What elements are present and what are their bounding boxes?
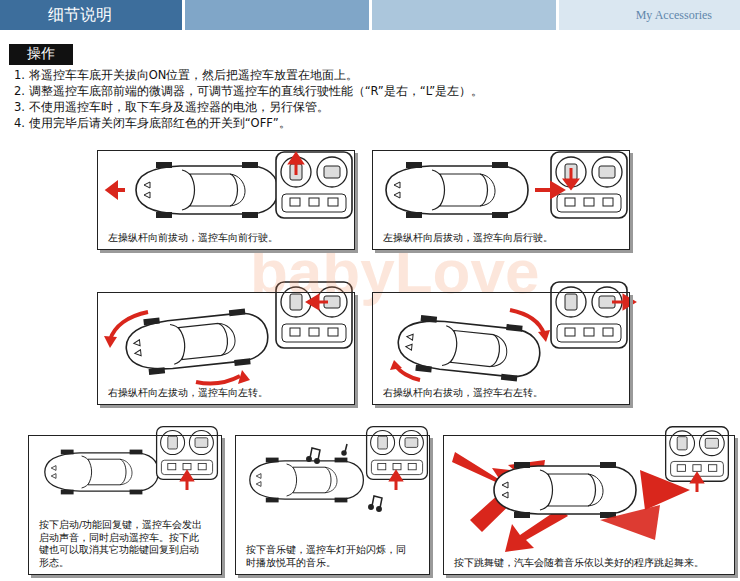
instruction-line: 3. 不使用遥控车时，取下车身及遥控器的电池，另行保管。 [14, 100, 329, 115]
header-bar: 细节说明 [0, 0, 182, 30]
instruction-line: 1. 将遥控车车底开关拔向ON位置，然后把遥控车放置在地面上。 [14, 68, 358, 83]
step-panel: 按下启动/功能回复键，遥控车会发出启动声音，同时启动遥控车。按下此键也可以取消其… [28, 435, 222, 575]
step-caption: 按下启动/功能回复键，遥控车会发出启动声音，同时启动遥控车。按下此键也可以取消其… [37, 519, 209, 570]
header-bar: My Accessories [560, 0, 740, 30]
step-caption: 左操纵杆向后拔动，遥控车向后行驶。 [381, 232, 555, 245]
step-caption: 右操纵杆向右拔动，遥控车右左转。 [381, 387, 545, 400]
heading-text: My Accessories [560, 8, 712, 23]
step-panel: 右操纵杆向右拔动，遥控车右左转。 [372, 292, 630, 405]
heading-text: 操作 [9, 45, 73, 63]
step-caption: 按下跳舞键，汽车会随着音乐依以美好的程序跳起舞来。 [452, 557, 726, 570]
step-panel: 左操纵杆向后拔动，遥控车向后行驶。 [372, 150, 630, 250]
step-caption: 按下音乐键，遥控车灯开始闪烁，同时播放悦耳的音乐。 [244, 544, 408, 570]
instruction-line: 2. 调整遥控车底部前端的微调器，可调节遥控车的直线行驶性能（“R”是右，“L”… [14, 84, 483, 99]
step-panel: 按下跳舞键，汽车会随着音乐依以美好的程序跳起舞来。 [443, 435, 735, 575]
heading-text: 细节说明 [48, 5, 182, 26]
step-panel: 左操纵杆向前拔动，遥控车向前行驶。 [97, 150, 355, 250]
step-panel: 右操纵杆向左拔动，遥控车向左转。 [97, 292, 355, 405]
step-caption: 左操纵杆向前拔动，遥控车向前行驶。 [106, 232, 280, 245]
section-tag: 操作 [9, 44, 73, 65]
instruction-line: 4. 使用完毕后请关闭车身底部红色的开关到“OFF”。 [14, 116, 291, 131]
step-panel: 按下音乐键，遥控车灯开始闪烁，同时播放悦耳的音乐。 [235, 435, 430, 575]
watermark: babyLove [250, 236, 539, 307]
step-caption: 右操纵杆向左拔动，遥控车向左转。 [106, 387, 270, 400]
